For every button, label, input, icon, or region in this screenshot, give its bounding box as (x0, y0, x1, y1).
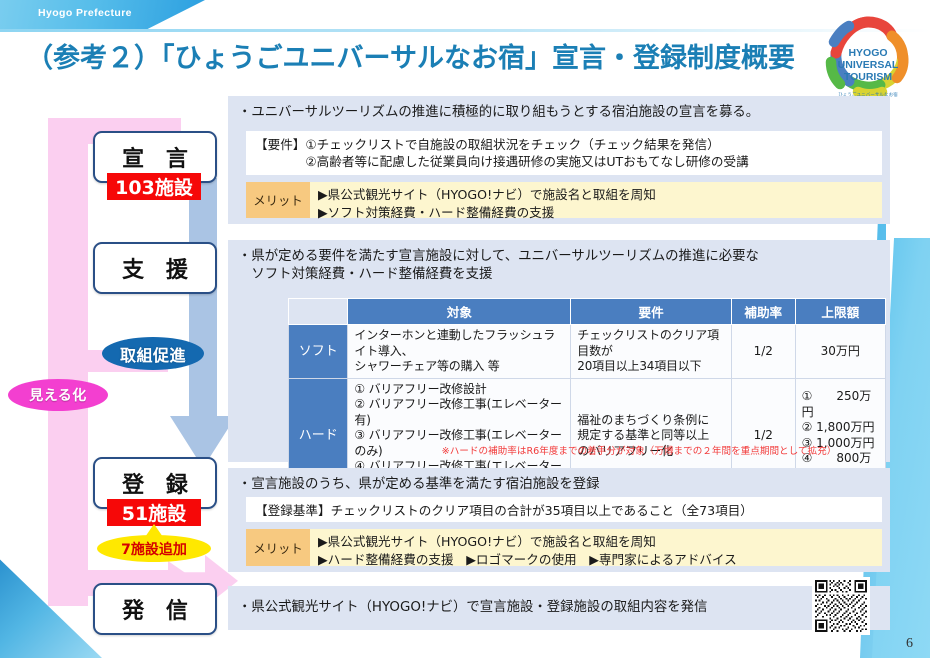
stage-box-shien[interactable]: 支 援 (93, 242, 217, 294)
table-cell-cap-soft: 30万円 (794, 324, 887, 379)
table-header-target: 対象 (347, 298, 572, 325)
header-rule (0, 29, 930, 32)
touroku-lead-text: ・宣言施設のうち、県が定める基準を満たす宿泊施設を登録 (238, 477, 600, 492)
logo-line1: HYOGO (848, 47, 887, 59)
logo-line2: UNIVERSAL (838, 59, 899, 71)
ellipse-visualize-label: 見える化 (29, 388, 87, 404)
blue-flow-arrow (166, 178, 240, 478)
ellipse-promote: 取組促進 (102, 337, 204, 370)
stage-label-sengen: 宣 言 (122, 147, 195, 172)
hyogo-universal-tourism-logo: HYOGO UNIVERSAL TOURISM (818, 12, 918, 104)
stage-label-hasshin: 発 信 (122, 599, 195, 624)
table-cell-rate-soft: 1/2 (730, 324, 796, 379)
sengen-requirement-box: 【要件】①チェックリストで自施設の取組状況をチェック（チェック結果を発信） ②高… (246, 131, 882, 175)
ellipse-promote-label: 取組促進 (119, 345, 186, 365)
badge-touroku-count: 51施設 (107, 499, 201, 526)
sengen-merit-row: メリット ▶県公式観光サイト（HYOGO!ナビ）で施設名と取組を周知 ▶ソフト対… (246, 182, 882, 220)
table-row: ソフト インターホンと連動したフラッシュライト導入、 シャワーチェア等の購入 等… (287, 324, 887, 379)
table-header-rate: 補助率 (730, 298, 796, 325)
table-cell-target-soft: インターホンと連動したフラッシュライト導入、 シャワーチェア等の購入 等 (347, 324, 572, 379)
qr-code[interactable] (812, 577, 870, 635)
hasshin-lead-text: ・県公式観光サイト（HYOGO!ナビ）で宣言施設・登録施設の取組内容を発信 (238, 600, 708, 615)
table-header-row: 対象 要件 補助率 上限額 (288, 298, 887, 325)
badge-sengen-count-label: 103施設 (115, 177, 193, 199)
touroku-merit-row: メリット ▶県公式観光サイト（HYOGO!ナビ）で施設名と取組を周知 ▶ハード整… (246, 529, 882, 567)
ellipse-visualize: 見える化 (8, 379, 108, 411)
table-header-requirement: 要件 (570, 298, 732, 325)
badge-sengen-count: 103施設 (107, 173, 201, 200)
subsidy-note: ※ハードの補助率はR6年度までの着手分が対象（万博までの２年間を重点期間として拡… (441, 446, 837, 457)
sengen-lead-text: ・ユニバーサルツーリズムの推進に積極的に取り組もうとする宿泊施設の宣言を募る。 (238, 105, 760, 120)
page-title: （参考２）「ひょうごユニバーサルなお宿」宣言・登録制度概要 (26, 43, 795, 73)
callout-added-facilities-label: 7施設追加 (121, 541, 187, 558)
header-banner: Hyogo Prefecture (0, 0, 205, 29)
logo-caption: ひょうごユニバーサルなお宿 (838, 92, 898, 97)
stage-label-shien: 支 援 (122, 258, 195, 283)
stage-box-hasshin[interactable]: 発 信 (93, 583, 217, 635)
table-cell-requirement-soft: チェックリストのクリア項目数が 20項目以上34項目以下 (570, 324, 732, 379)
table-header-cap: 上限額 (794, 298, 887, 325)
page-number: 6 (906, 636, 913, 651)
stage-label-touroku: 登 録 (122, 473, 195, 498)
header-banner-label: Hyogo Prefecture (38, 7, 132, 19)
subsidy-table: 対象 要件 補助率 上限額 ソフト インターホンと連動したフラッシュライト導入、… (287, 298, 887, 494)
touroku-criteria-box: 【登録基準】チェックリストのクリア項目の合計が35項目以上であること（全73項目… (246, 497, 882, 522)
touroku-merit-label: メリット (246, 529, 310, 566)
sengen-merit-body: ▶県公式観光サイト（HYOGO!ナビ）で施設名と取組を周知 ▶ソフト対策経費・ハ… (310, 182, 882, 220)
callout-added-facilities: 7施設追加 (97, 535, 211, 562)
touroku-merit-body: ▶県公式観光サイト（HYOGO!ナビ）で施設名と取組を周知 ▶ハード整備経費の支… (310, 529, 882, 567)
shien-lead-text: ・県が定める要件を満たす宣言施設に対して、ユニバーサルツーリズムの推進に必要な … (238, 249, 759, 282)
table-header-spacer (288, 298, 349, 325)
panel-hasshin (228, 586, 890, 630)
sengen-merit-label: メリット (246, 182, 310, 218)
logo-line3: TOURISM (844, 71, 892, 83)
badge-touroku-count-label: 51施設 (121, 503, 187, 525)
table-cell-category-soft: ソフト (287, 324, 349, 379)
